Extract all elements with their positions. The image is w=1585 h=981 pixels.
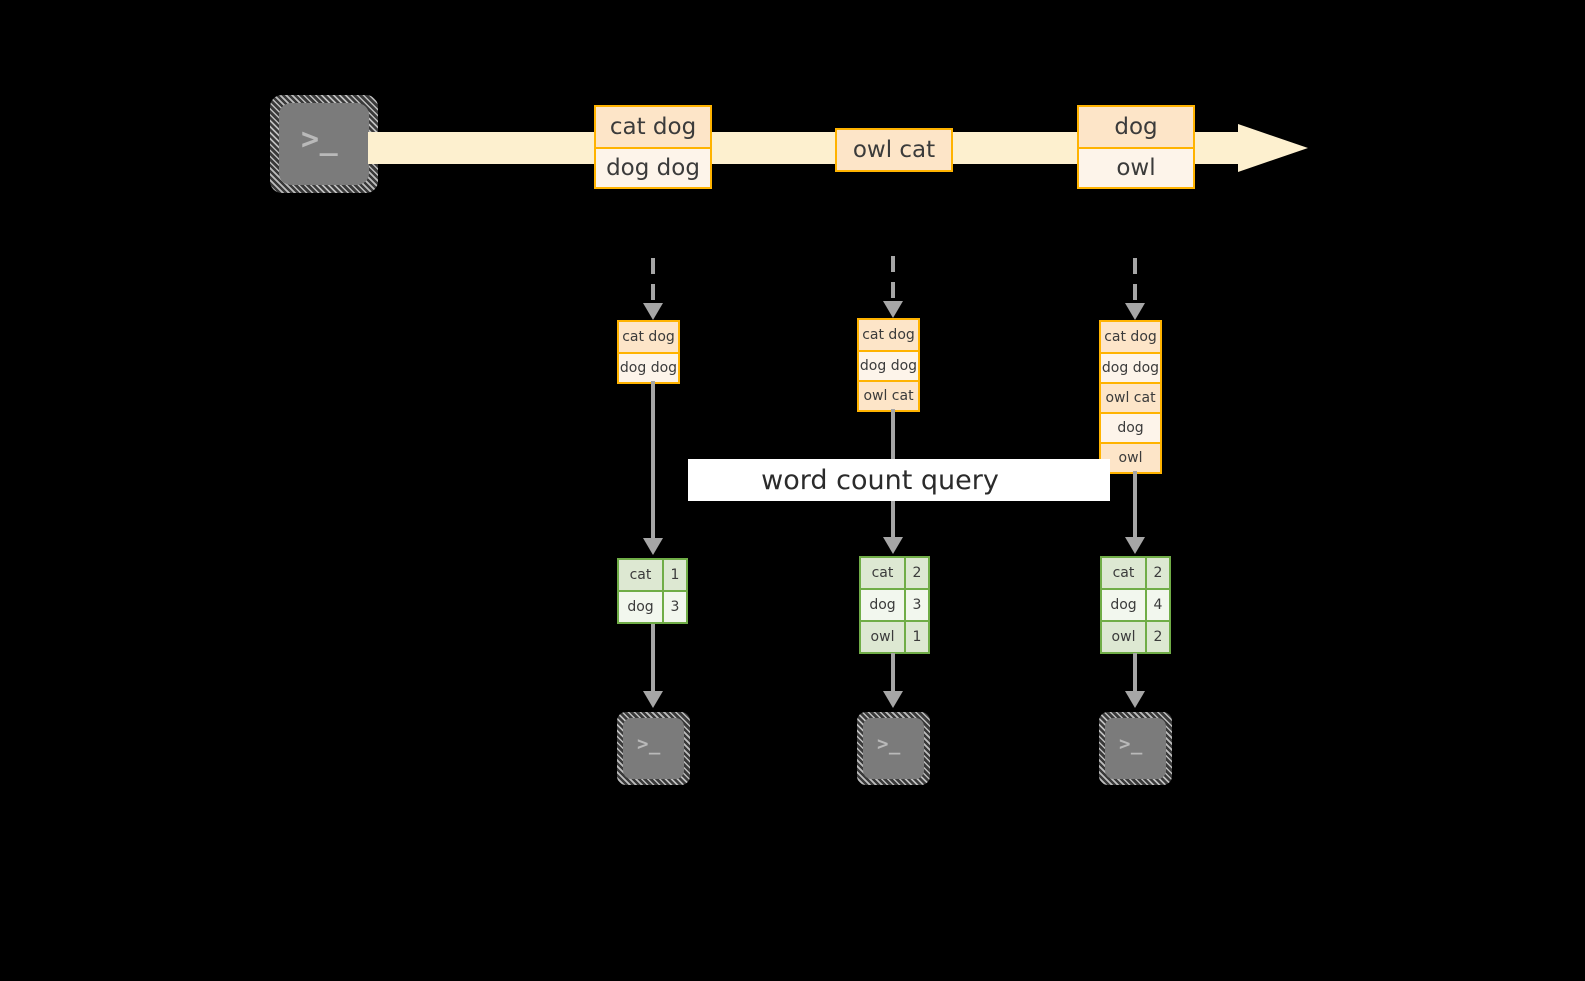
result-word: cat (861, 558, 904, 588)
sink-connector-line (651, 624, 655, 692)
query-label-box: word count query (688, 459, 1110, 501)
result-count: 3 (904, 590, 928, 620)
query-connector-line (1133, 471, 1137, 539)
terminal-body: >_ (279, 103, 369, 185)
terminal-body: >_ (623, 718, 684, 779)
table-row: cat 2 (861, 558, 928, 588)
result-count: 3 (662, 592, 686, 622)
stream-batch-box: owl cat (835, 128, 953, 172)
query-connector-arrowhead (883, 537, 903, 554)
table-row: cat dog (859, 320, 918, 350)
table-row: cat dog (619, 322, 678, 352)
terminal-prompt-glyph: >_ (1119, 733, 1143, 755)
result-count: 1 (662, 560, 686, 590)
result-word: dog (619, 592, 662, 622)
sink-terminal-icon: >_ (1099, 712, 1172, 785)
result-word: cat (619, 560, 662, 590)
stream-to-table-arrowhead (643, 303, 663, 320)
result-table: cat 2 dog 4 owl 2 (1100, 556, 1171, 654)
stream-batch-box: dog owl (1077, 105, 1195, 189)
query-label-text: word count query (761, 464, 999, 496)
sink-connector-line (891, 653, 895, 692)
result-word: dog (861, 590, 904, 620)
table-row: owl 2 (1102, 620, 1169, 652)
table-row: cat 2 (1102, 558, 1169, 588)
stream-cell: dog dog (596, 147, 710, 187)
stream-batch-box: cat dog dog dog (594, 105, 712, 189)
stream-to-table-dashed-line (891, 256, 895, 302)
stream-cell: owl cat (837, 130, 951, 170)
table-row: owl 1 (861, 620, 928, 652)
stream-cell: cat dog (596, 107, 710, 147)
table-row: dog 3 (619, 590, 686, 622)
result-count: 2 (1145, 622, 1169, 652)
table-row: cat dog (1101, 322, 1160, 352)
query-connector-line (651, 381, 655, 539)
table-row: dog (1101, 412, 1160, 442)
result-table: cat 1 dog 3 (617, 558, 688, 624)
table-row: dog dog (619, 352, 678, 382)
table-row: owl cat (859, 380, 918, 410)
terminal-body: >_ (863, 718, 924, 779)
accumulated-input-table: cat dog dog dog owl cat (857, 318, 920, 412)
table-row: owl (1101, 442, 1160, 472)
terminal-prompt-glyph: >_ (877, 733, 901, 755)
result-table: cat 2 dog 3 owl 1 (859, 556, 930, 654)
accumulated-input-table: cat dog dog dog owl cat dog owl (1099, 320, 1162, 474)
sink-terminal-icon: >_ (617, 712, 690, 785)
result-word: owl (861, 622, 904, 652)
table-row: dog 4 (1102, 588, 1169, 620)
result-word: cat (1102, 558, 1145, 588)
source-terminal-icon: >_ (270, 95, 378, 193)
table-row: owl cat (1101, 382, 1160, 412)
stream-to-table-arrowhead (1125, 303, 1145, 320)
table-row: dog dog (1101, 352, 1160, 382)
result-count: 1 (904, 622, 928, 652)
result-word: dog (1102, 590, 1145, 620)
stream-to-table-arrowhead (883, 301, 903, 318)
stream-to-table-dashed-line (651, 258, 655, 304)
result-count: 4 (1145, 590, 1169, 620)
table-row: dog dog (859, 350, 918, 380)
sink-terminal-icon: >_ (857, 712, 930, 785)
table-row: dog 3 (861, 588, 928, 620)
result-word: owl (1102, 622, 1145, 652)
sink-connector-arrowhead (883, 691, 903, 708)
sink-connector-arrowhead (1125, 691, 1145, 708)
stream-arrowhead (1238, 124, 1308, 172)
stream-cell: owl (1079, 147, 1193, 187)
result-count: 2 (904, 558, 928, 588)
query-connector-arrowhead (643, 538, 663, 555)
stream-to-table-dashed-line (1133, 258, 1137, 304)
terminal-prompt-glyph: >_ (637, 733, 661, 755)
terminal-body: >_ (1105, 718, 1166, 779)
sink-connector-arrowhead (643, 691, 663, 708)
table-row: cat 1 (619, 560, 686, 590)
accumulated-input-table: cat dog dog dog (617, 320, 680, 384)
result-count: 2 (1145, 558, 1169, 588)
sink-connector-line (1133, 653, 1137, 692)
stream-cell: dog (1079, 107, 1193, 147)
terminal-prompt-glyph: >_ (301, 122, 339, 157)
query-connector-arrowhead (1125, 537, 1145, 554)
